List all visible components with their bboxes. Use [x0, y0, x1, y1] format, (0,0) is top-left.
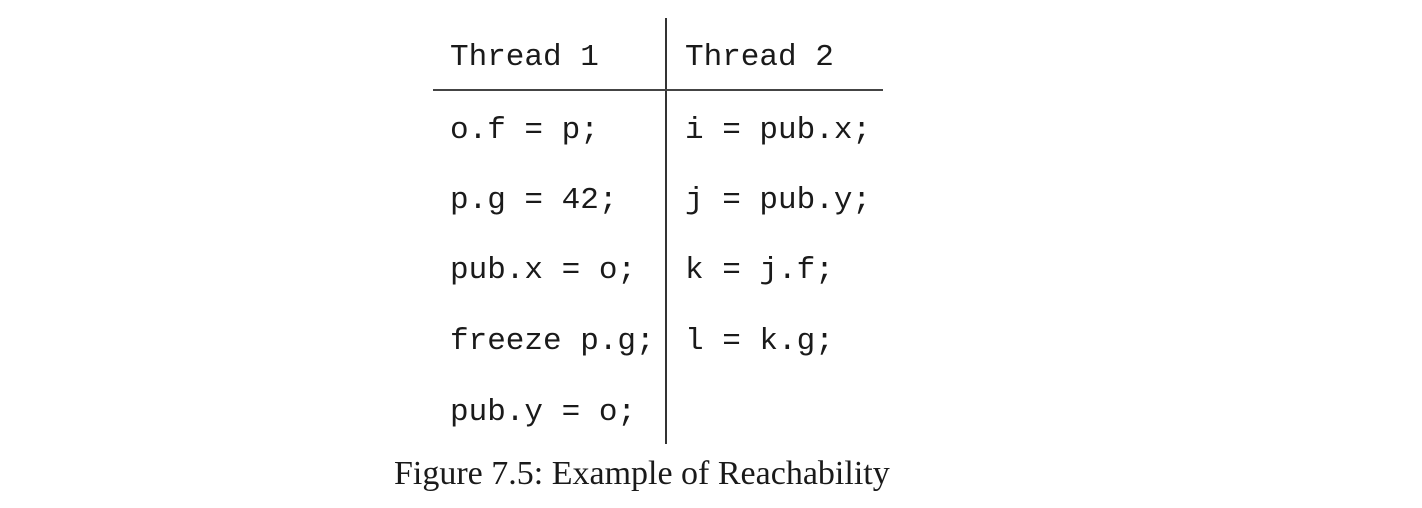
header-rule	[433, 89, 883, 91]
thread-1-line-4: freeze p.g;	[450, 324, 655, 359]
figure-caption: Figure 7.5: Example of Reachability	[394, 455, 890, 492]
thread-2-line-1: i = pub.x;	[685, 113, 872, 148]
code-table: Thread 1 Thread 2 o.f = p; i = pub.x; p.…	[433, 18, 883, 444]
thread-2-line-4: l = k.g;	[685, 324, 834, 359]
header-thread-1: Thread 1	[450, 40, 599, 75]
thread-1-line-1: o.f = p;	[450, 113, 599, 148]
thread-1-line-5: pub.y = o;	[450, 395, 637, 430]
thread-2-line-2: j = pub.y;	[685, 183, 872, 218]
thread-2-line-3: k = j.f;	[685, 253, 834, 288]
column-divider	[665, 18, 667, 444]
thread-1-line-3: pub.x = o;	[450, 253, 637, 288]
header-thread-2: Thread 2	[685, 40, 834, 75]
thread-1-line-2: p.g = 42;	[450, 183, 618, 218]
